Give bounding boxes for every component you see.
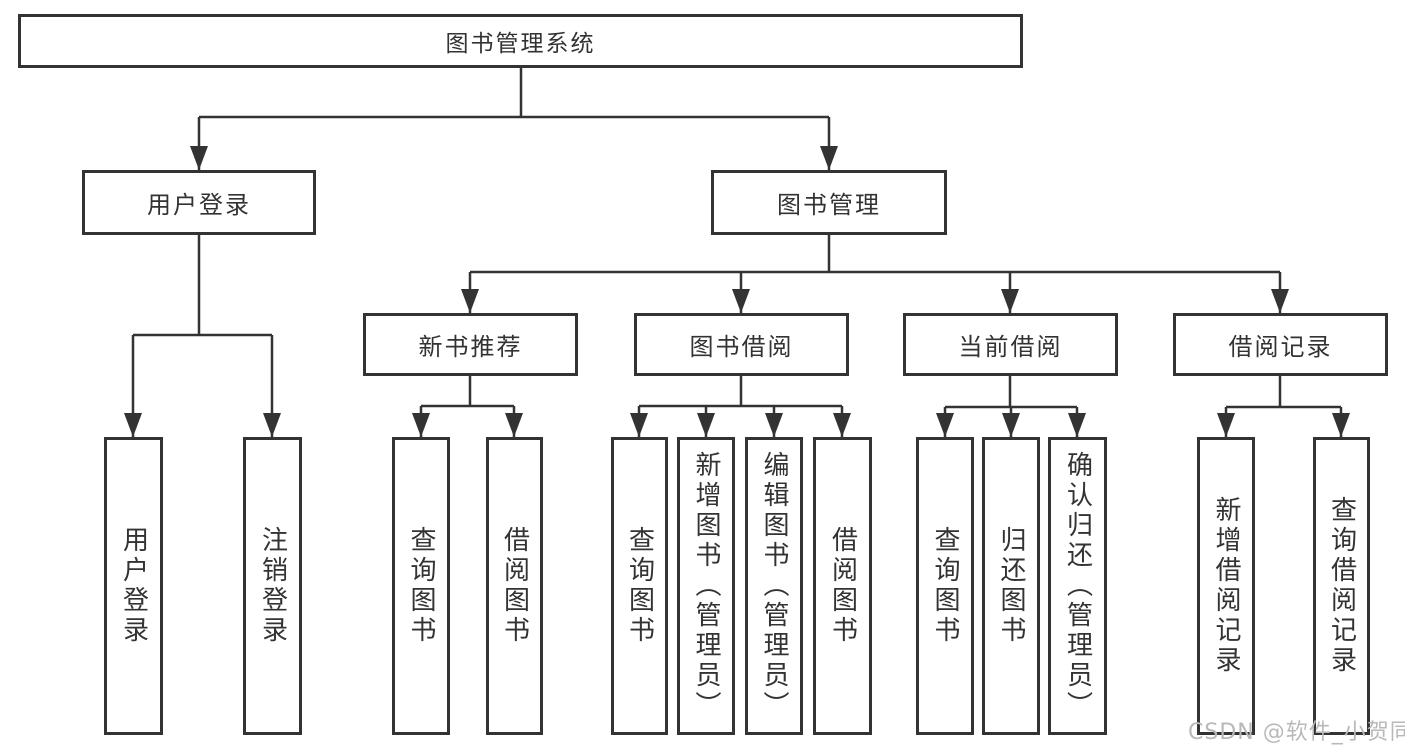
watermark: CSDN @软件_小贺同学 (1188, 720, 1405, 745)
leaf-br-query-record-label: 查询借阅记录 (1326, 496, 1357, 676)
node-book-borrow-label: 图书借阅 (689, 333, 794, 361)
leaf-nb-query-books-label: 查询图书 (406, 526, 436, 646)
node-book-management: 图书管理 (711, 170, 947, 235)
leaf-cb-query-books-label: 查询图书 (930, 526, 960, 646)
leaf-bb-edit-books-admin-label: 编辑图书（管理员） (759, 451, 789, 721)
leaf-nb-query-books: 查询图书 (392, 437, 450, 735)
node-root-label: 图书管理系统 (445, 31, 596, 57)
node-current-borrow-label: 当前借阅 (958, 333, 1063, 361)
node-book-management-label: 图书管理 (777, 191, 881, 219)
leaf-bb-borrow-books: 借阅图书 (813, 437, 872, 735)
connector-current-borrow-to-leaves (936, 376, 1086, 437)
leaf-logout-label: 注销登录 (257, 526, 288, 646)
node-root: 图书管理系统 (18, 14, 1023, 68)
node-current-borrow: 当前借阅 (903, 313, 1118, 376)
connector-book-management-to-level3 (461, 235, 1289, 313)
node-user-login-label: 用户登录 (147, 191, 251, 219)
connector-book-borrow-to-leaves (630, 376, 851, 437)
leaf-cb-query-books: 查询图书 (916, 437, 974, 735)
leaf-bb-query-books: 查询图书 (611, 437, 668, 735)
leaf-cb-return-books-label: 归还图书 (996, 526, 1026, 646)
node-new-book-recommend: 新书推荐 (363, 313, 578, 376)
node-new-book-recommend-label: 新书推荐 (418, 333, 523, 361)
leaf-bb-edit-books-admin: 编辑图书（管理员） (745, 437, 803, 735)
leaf-bb-query-books-label: 查询图书 (624, 526, 655, 646)
leaf-bb-add-books-admin: 新增图书（管理员） (677, 437, 735, 735)
leaf-br-add-record: 新增借阅记录 (1197, 437, 1255, 735)
leaf-br-add-record-label: 新增借阅记录 (1211, 496, 1241, 676)
leaf-user-login-label: 用户登录 (118, 526, 149, 646)
leaf-cb-confirm-return-admin: 确认归还（管理员） (1048, 437, 1107, 735)
connector-new-book-recommend-to-leaves (412, 376, 523, 437)
leaf-bb-add-books-admin-label: 新增图书（管理员） (691, 451, 721, 721)
node-borrow-records: 借阅记录 (1173, 313, 1388, 376)
node-book-borrow: 图书借阅 (634, 313, 849, 376)
leaf-br-query-record: 查询借阅记录 (1313, 437, 1370, 735)
leaf-nb-borrow-books: 借阅图书 (486, 437, 543, 735)
leaf-user-login: 用户登录 (104, 437, 163, 735)
leaf-cb-return-books: 归还图书 (982, 437, 1040, 735)
node-borrow-records-label: 借阅记录 (1228, 333, 1333, 361)
connector-user-login-to-leaves (124, 235, 281, 437)
connector-borrow-records-to-leaves (1217, 376, 1350, 437)
leaf-logout: 注销登录 (243, 437, 302, 735)
leaf-cb-confirm-return-admin-label: 确认归还（管理员） (1062, 451, 1093, 721)
node-user-login: 用户登录 (82, 170, 316, 235)
leaf-bb-borrow-books-label: 借阅图书 (827, 526, 858, 646)
connector-root-to-level2 (190, 68, 838, 170)
leaf-nb-borrow-books-label: 借阅图书 (499, 526, 530, 646)
